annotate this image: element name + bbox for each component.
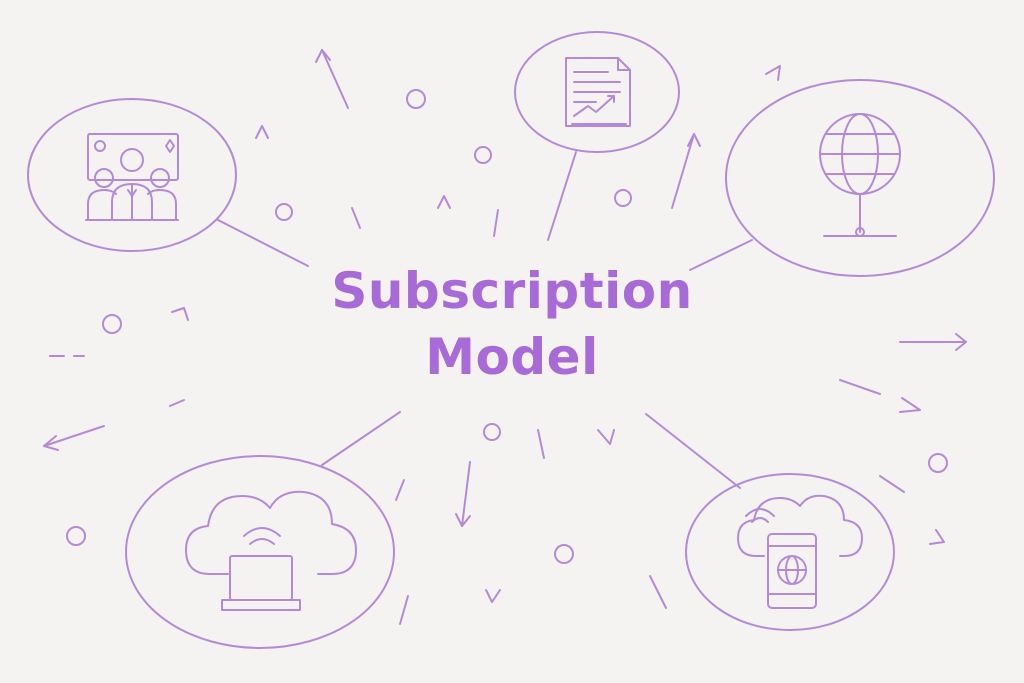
cloud-laptop-icon xyxy=(185,490,357,611)
node-ellipse-cloud-phone xyxy=(685,473,895,631)
decorative-arrows xyxy=(43,49,967,625)
decorative-circles xyxy=(66,89,948,564)
cloud-phone-icon xyxy=(737,494,863,609)
title-line-2: Model xyxy=(425,328,599,386)
globe-network-icon xyxy=(819,113,901,237)
diagram-title: Subscription Model xyxy=(262,258,762,390)
document-chart-icon xyxy=(565,57,631,127)
team-money-icon xyxy=(85,133,179,221)
node-ellipse-globe xyxy=(725,79,995,277)
node-ellipse-document xyxy=(514,31,680,153)
node-ellipse-team xyxy=(27,98,237,252)
connector-lines xyxy=(217,151,753,489)
title-line-1: Subscription xyxy=(331,262,693,320)
node-ellipse-cloud-laptop xyxy=(125,455,395,649)
